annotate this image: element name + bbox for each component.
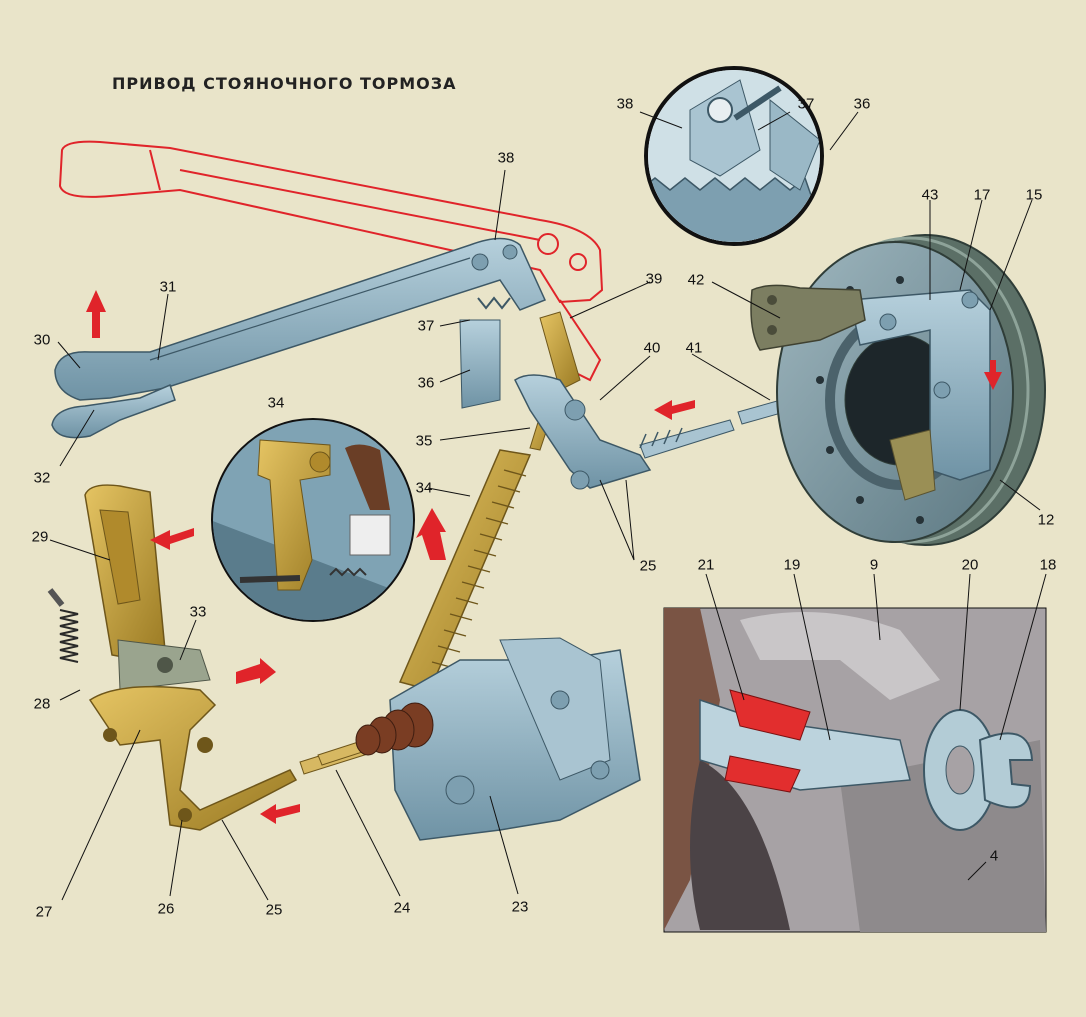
label-4: 4: [989, 847, 999, 865]
label-25-upper: 25: [639, 557, 657, 575]
detail-inset-adjuster: [663, 607, 1047, 933]
label-33: 33: [189, 603, 207, 621]
label-38-inset: 38: [616, 95, 634, 113]
label-40: 40: [643, 339, 661, 357]
leader-lines: [49, 111, 1047, 901]
label-41: 41: [685, 339, 703, 357]
label-20: 20: [961, 556, 979, 574]
label-23: 23: [511, 898, 529, 916]
label-38: 38: [497, 149, 515, 167]
label-17: 17: [973, 186, 991, 204]
label-34: 34: [415, 479, 433, 497]
label-26: 26: [157, 900, 175, 918]
label-19: 19: [783, 556, 801, 574]
label-18: 18: [1039, 556, 1057, 574]
label-35: 35: [415, 432, 433, 450]
label-31: 31: [159, 278, 177, 296]
label-37-inset: 37: [797, 95, 815, 113]
label-12: 12: [1037, 511, 1055, 529]
label-39: 39: [645, 270, 663, 288]
label-32: 32: [33, 469, 51, 487]
label-15: 15: [1025, 186, 1043, 204]
label-34-inset: 34: [267, 394, 285, 412]
detail-inset-ratchet: [644, 66, 824, 246]
label-36-inset: 36: [853, 95, 871, 113]
label-30: 30: [33, 331, 51, 349]
label-42: 42: [687, 271, 705, 289]
label-27: 27: [35, 903, 53, 921]
transmission-housing: [355, 637, 641, 841]
label-21: 21: [697, 556, 715, 574]
label-28: 28: [33, 695, 51, 713]
pedal-assembly: [47, 484, 385, 831]
hand-lever: [51, 237, 547, 439]
label-43: 43: [921, 186, 939, 204]
label-37: 37: [417, 317, 435, 335]
brake-drum: [750, 234, 1046, 546]
detail-inset-lever: [211, 418, 415, 622]
motion-arrows: [86, 290, 1002, 824]
label-9: 9: [869, 556, 879, 574]
label-24: 24: [393, 899, 411, 917]
lever-raised-outline: [58, 140, 604, 382]
label-29: 29: [31, 528, 49, 546]
label-25-lower: 25: [265, 901, 283, 919]
label-36: 36: [417, 374, 435, 392]
diagram-title: ПРИВОД СТОЯНОЧНОГО ТОРМОЗА: [112, 74, 457, 93]
